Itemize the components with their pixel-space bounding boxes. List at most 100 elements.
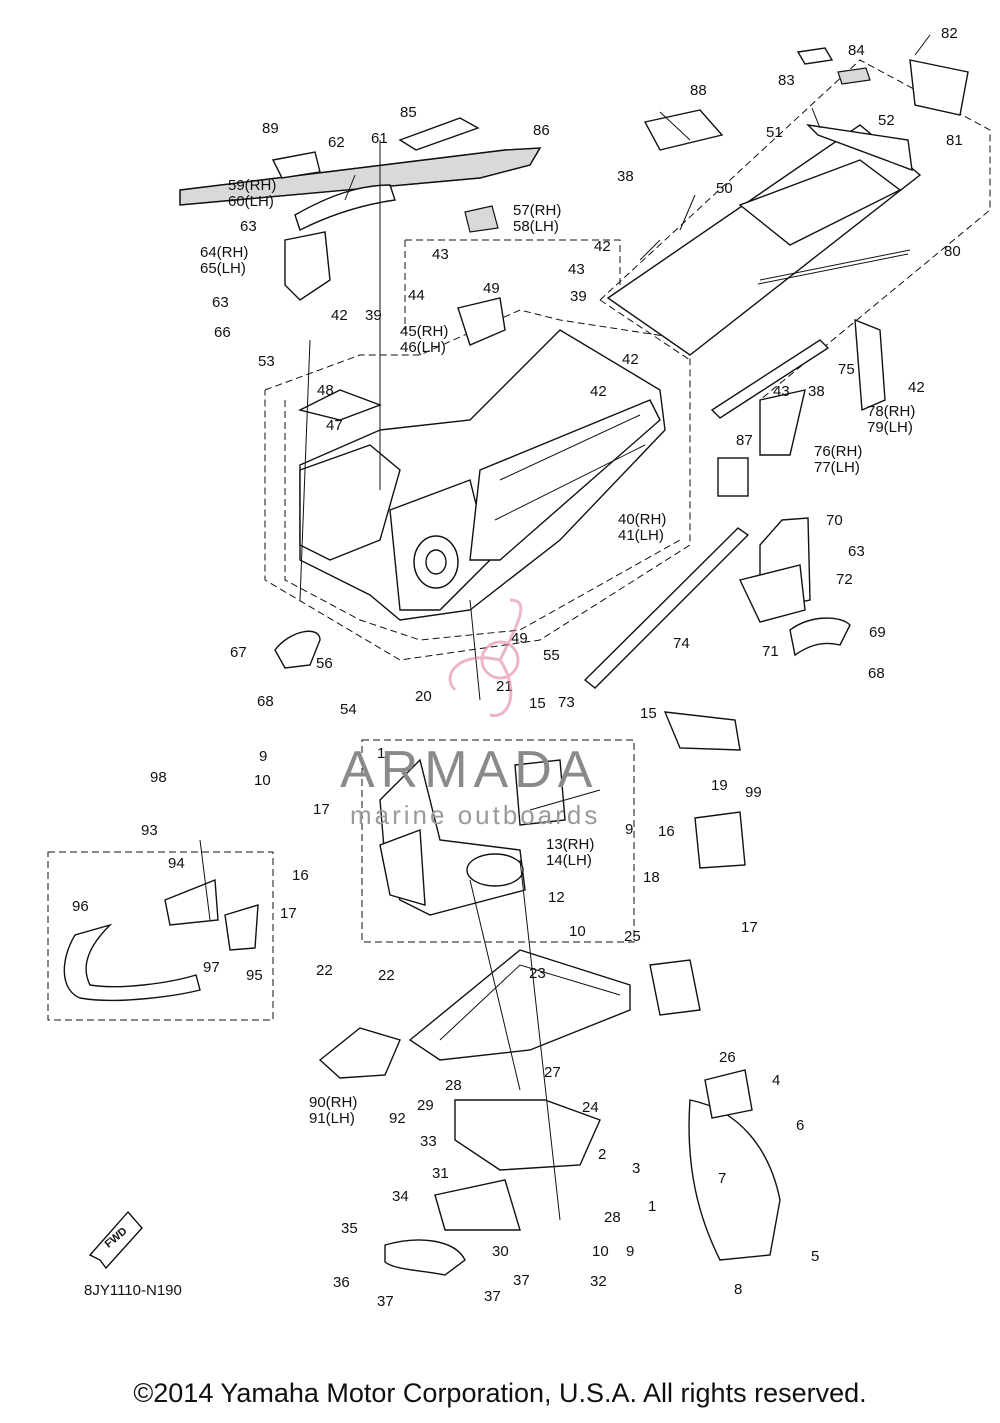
callout-89: 89 bbox=[262, 120, 279, 137]
callout-72: 72 bbox=[836, 571, 853, 588]
callout-37: 37 bbox=[513, 1272, 530, 1289]
callout-77lh: 77(LH) bbox=[814, 459, 860, 476]
watermark-logo-icon bbox=[448, 598, 523, 717]
callout-94: 94 bbox=[168, 855, 185, 872]
watermark-name: ARMADA bbox=[340, 741, 599, 799]
leader-lines bbox=[199, 34, 931, 1221]
callout-30: 30 bbox=[492, 1243, 509, 1260]
callout-15: 15 bbox=[529, 695, 546, 712]
callout-92: 92 bbox=[389, 1110, 406, 1127]
callout-10: 10 bbox=[592, 1243, 609, 1260]
callout-3: 3 bbox=[632, 1160, 640, 1177]
callout-37: 37 bbox=[484, 1288, 501, 1305]
callout-18: 18 bbox=[643, 869, 660, 886]
callout-46lh: 46(LH) bbox=[400, 339, 446, 356]
callout-25: 25 bbox=[624, 928, 641, 945]
callout-84: 84 bbox=[848, 42, 865, 59]
callout-22: 22 bbox=[378, 967, 395, 984]
callout-13rh: 13(RH) bbox=[546, 836, 594, 853]
callout-49: 49 bbox=[483, 280, 500, 297]
callout-32: 32 bbox=[590, 1273, 607, 1290]
callout-55: 55 bbox=[543, 647, 560, 664]
callout-63: 63 bbox=[848, 543, 865, 560]
main-chassis bbox=[297, 329, 666, 621]
callout-2: 2 bbox=[598, 1146, 606, 1163]
bumper-assembly bbox=[63, 878, 259, 1002]
callout-33: 33 bbox=[420, 1133, 437, 1150]
callout-43: 43 bbox=[432, 246, 449, 263]
callout-9: 9 bbox=[626, 1243, 634, 1260]
callout-80: 80 bbox=[944, 243, 961, 260]
callout-47: 47 bbox=[326, 417, 343, 434]
callout-49: 49 bbox=[511, 630, 528, 647]
callout-42: 42 bbox=[331, 307, 348, 324]
callout-52: 52 bbox=[878, 112, 895, 129]
lower-front-frame bbox=[318, 949, 781, 1276]
callout-41lh: 41(LH) bbox=[618, 527, 664, 544]
callout-19: 19 bbox=[711, 777, 728, 794]
callout-71: 71 bbox=[762, 643, 779, 660]
callout-44: 44 bbox=[408, 287, 425, 304]
callout-96: 96 bbox=[72, 898, 89, 915]
callout-82: 82 bbox=[941, 25, 958, 42]
callout-97: 97 bbox=[203, 959, 220, 976]
callout-7: 7 bbox=[718, 1170, 726, 1187]
callout-37: 37 bbox=[377, 1293, 394, 1310]
callout-67: 67 bbox=[230, 644, 247, 661]
callout-23: 23 bbox=[529, 965, 546, 982]
callout-10: 10 bbox=[569, 923, 586, 940]
callout-63: 63 bbox=[212, 294, 229, 311]
callout-75: 75 bbox=[838, 361, 855, 378]
callout-42: 42 bbox=[594, 238, 611, 255]
callout-36: 36 bbox=[333, 1274, 350, 1291]
callout-65lh: 65(LH) bbox=[200, 260, 246, 277]
callout-38: 38 bbox=[617, 168, 634, 185]
callout-78rh: 78(RH) bbox=[867, 403, 915, 420]
callout-69: 69 bbox=[869, 624, 886, 641]
callout-24: 24 bbox=[582, 1099, 599, 1116]
callout-42: 42 bbox=[622, 351, 639, 368]
callout-88: 88 bbox=[690, 82, 707, 99]
callout-51: 51 bbox=[766, 124, 783, 141]
callout-86: 86 bbox=[533, 122, 550, 139]
callout-27: 27 bbox=[544, 1064, 561, 1081]
callout-22: 22 bbox=[316, 962, 333, 979]
callout-4: 4 bbox=[772, 1072, 780, 1089]
callout-48: 48 bbox=[317, 382, 334, 399]
callout-43: 43 bbox=[773, 383, 790, 400]
rails-and-rods bbox=[583, 249, 911, 689]
small-pads bbox=[179, 47, 969, 206]
callout-16: 16 bbox=[658, 823, 675, 840]
callout-28: 28 bbox=[445, 1077, 462, 1094]
callout-50: 50 bbox=[716, 180, 733, 197]
callout-59rh: 59(RH) bbox=[228, 177, 276, 194]
footrests bbox=[274, 517, 851, 669]
callout-8: 8 bbox=[734, 1281, 742, 1298]
callout-43: 43 bbox=[568, 261, 585, 278]
tunnel-plate bbox=[606, 123, 922, 356]
callout-17: 17 bbox=[280, 905, 297, 922]
callout-68: 68 bbox=[257, 693, 274, 710]
callout-66: 66 bbox=[214, 324, 231, 341]
callout-16: 16 bbox=[292, 867, 309, 884]
callout-83: 83 bbox=[778, 72, 795, 89]
callout-14lh: 14(LH) bbox=[546, 852, 592, 869]
callout-54: 54 bbox=[340, 701, 357, 718]
callout-98: 98 bbox=[150, 769, 167, 786]
watermark-subtitle: marine outboards bbox=[350, 800, 601, 830]
callout-56: 56 bbox=[316, 655, 333, 672]
callout-6: 6 bbox=[796, 1117, 804, 1134]
callout-1: 1 bbox=[377, 745, 385, 762]
callout-64rh: 64(RH) bbox=[200, 244, 248, 261]
callout-26: 26 bbox=[719, 1049, 736, 1066]
callout-35: 35 bbox=[341, 1220, 358, 1237]
callout-42: 42 bbox=[908, 379, 925, 396]
callout-74: 74 bbox=[673, 635, 690, 652]
callout-91lh: 91(LH) bbox=[309, 1110, 355, 1127]
callout-62: 62 bbox=[328, 134, 345, 151]
copyright-notice: ©2014 Yamaha Motor Corporation, U.S.A. A… bbox=[133, 1378, 867, 1408]
front-bulkhead bbox=[379, 711, 746, 916]
callout-79lh: 79(LH) bbox=[867, 419, 913, 436]
